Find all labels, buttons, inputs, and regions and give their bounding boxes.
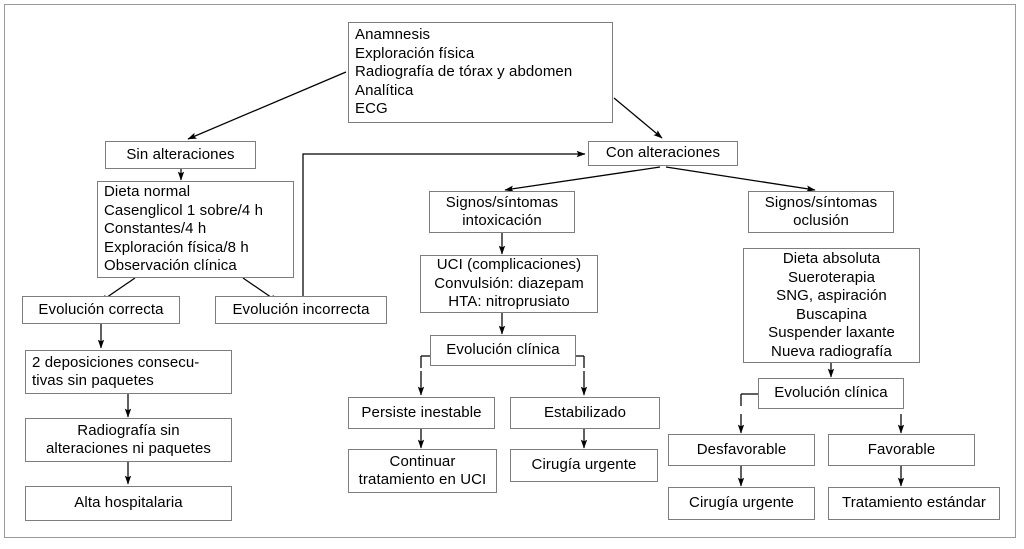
- node-icu-complications: UCI (complicaciones) Convulsión: diazepa…: [420, 255, 598, 313]
- node-hospital-discharge: Alta hospitalaria: [25, 486, 232, 521]
- node-intoxication-signs: Signos/síntomas intoxicación: [429, 191, 575, 233]
- node-clinical-evolution-mid: Evolución clínica: [430, 335, 576, 366]
- node-standard-treatment: Tratamiento estándar: [828, 487, 1000, 520]
- diagram-frame: [4, 4, 1016, 538]
- node-unfavorable: Desfavorable: [668, 434, 815, 466]
- node-urgent-surgery-right: Cirugía urgente: [668, 487, 815, 520]
- node-with-alterations: Con alteraciones: [588, 141, 738, 166]
- node-initial-assessment: Anamnesis Exploración física Radiografía…: [348, 22, 613, 123]
- node-favorable: Favorable: [828, 434, 975, 466]
- node-correct-evolution: Evolución correcta: [22, 296, 180, 324]
- node-occlusion-signs: Signos/síntomas oclusión: [748, 191, 894, 233]
- node-stabilized: Estabilizado: [510, 397, 660, 429]
- node-radiography-clear: Radiografía sin alteraciones ni paquetes: [25, 418, 232, 462]
- node-normal-diet-plan: Dieta normal Casenglicol 1 sobre/4 h Con…: [97, 181, 294, 278]
- node-persists-unstable: Persiste inestable: [348, 397, 495, 429]
- node-incorrect-evolution: Evolución incorrecta: [215, 296, 387, 324]
- node-absolute-diet-plan: Dieta absoluta Sueroterapia SNG, aspirac…: [743, 248, 920, 363]
- node-two-stools: 2 deposiciones consecu- tivas sin paquet…: [25, 350, 232, 394]
- node-urgent-surgery-mid: Cirugía urgente: [510, 449, 658, 482]
- node-clinical-evolution-right: Evolución clínica: [758, 378, 904, 409]
- node-no-alterations: Sin alteraciones: [105, 141, 256, 169]
- node-continue-icu: Continuar tratamiento en UCI: [348, 449, 497, 493]
